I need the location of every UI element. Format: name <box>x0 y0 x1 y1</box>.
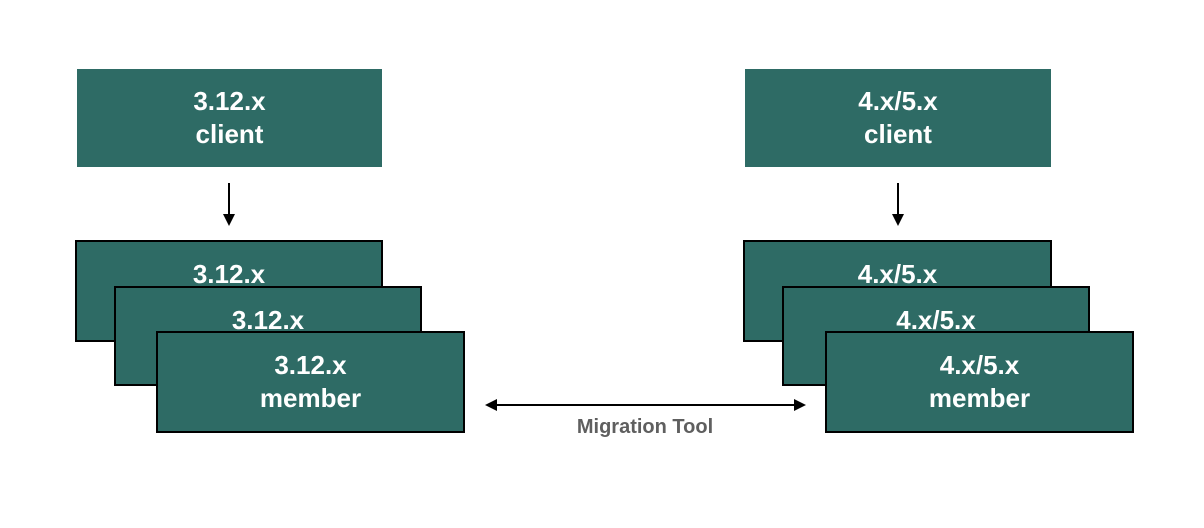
right-member-front-version: 4.x/5.x <box>939 350 1020 380</box>
right-client-version: 4.x/5.x <box>858 86 938 116</box>
left-client-version: 3.12.x <box>193 86 266 116</box>
right-member-front-role: member <box>928 383 1031 413</box>
left-member-front-version: 3.12.x <box>274 350 347 380</box>
right-client-role: client <box>864 119 932 149</box>
left-member-front-role: member <box>259 383 362 413</box>
left-down-arrow <box>223 183 235 226</box>
right-down-arrow <box>892 183 904 226</box>
left-member-middle-version: 3.12.x <box>231 305 305 335</box>
left-client-box: 3.12.x client <box>77 69 382 167</box>
left-client-role: client <box>195 119 264 149</box>
migration-tool-label: Migration Tool <box>576 416 714 438</box>
migration-double-arrow <box>485 399 806 411</box>
right-member-box-front: 4.x/5.x member <box>825 331 1134 433</box>
right-member-back-version: 4.x/5.x <box>857 259 938 289</box>
right-client-box: 4.x/5.x client <box>745 69 1051 167</box>
left-member-back-version: 3.12.x <box>192 259 266 289</box>
left-member-box-front: 3.12.x member <box>156 331 465 433</box>
right-member-middle-version: 4.x/5.x <box>896 305 976 335</box>
